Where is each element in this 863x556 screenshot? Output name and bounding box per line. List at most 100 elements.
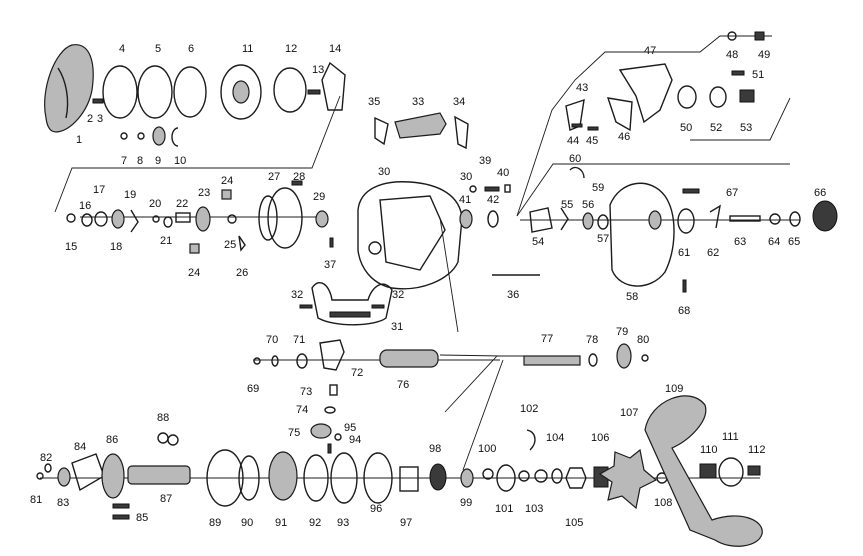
thumb-bar-pad — [329, 311, 371, 318]
label-part-30-frame: 30 — [378, 166, 390, 178]
washer-21 — [163, 216, 173, 228]
label-part-69: 69 — [247, 383, 259, 395]
label-part-2: 2 — [87, 113, 93, 125]
nut-110 — [699, 463, 717, 479]
washer-20 — [152, 215, 160, 223]
pin-26 — [238, 235, 246, 252]
label-part-99: 99 — [460, 497, 472, 509]
label-part-103: 103 — [525, 503, 543, 515]
spool-flange — [258, 195, 278, 241]
bearing-9 — [152, 126, 166, 146]
washer-80 — [641, 354, 649, 362]
label-part-106: 106 — [591, 432, 609, 444]
washer-103-b — [534, 469, 548, 483]
washer-16 — [81, 213, 93, 227]
main-frame-30 — [357, 181, 463, 290]
ring-88-b — [167, 434, 179, 446]
clip-19 — [130, 209, 139, 233]
bearing-83 — [57, 467, 71, 487]
label-part-3: 3 — [97, 113, 103, 125]
label-part-60: 60 — [569, 153, 581, 165]
label-part-88: 88 — [157, 412, 169, 424]
label-part-7: 7 — [121, 155, 127, 167]
gear-86 — [101, 453, 125, 499]
top-cover-33 — [394, 112, 447, 139]
label-part-95: 95 — [344, 422, 356, 434]
label-part-16: 16 — [79, 200, 91, 212]
label-part-27: 27 — [268, 171, 280, 183]
part-52 — [709, 86, 727, 108]
frame-right-upper-group — [516, 35, 772, 217]
frame-cover-47 — [618, 63, 673, 124]
tube-76 — [379, 349, 439, 368]
label-part-35: 35 — [368, 96, 380, 108]
label-part-41: 41 — [459, 194, 471, 206]
handle-109 — [644, 395, 763, 547]
ring-4 — [102, 65, 138, 119]
pin-37 — [329, 237, 334, 248]
label-part-67: 67 — [726, 187, 738, 199]
washer-15 — [66, 213, 76, 223]
label-part-10: 10 — [174, 155, 186, 167]
label-part-61: 61 — [678, 247, 690, 259]
leader-frame-down — [439, 217, 459, 333]
part-46 — [606, 97, 633, 132]
washer-104 — [551, 468, 563, 484]
label-part-42: 42 — [487, 194, 499, 206]
label-part-43: 43 — [576, 82, 588, 94]
frame-right-side-group — [516, 163, 790, 217]
label-part-24-bottom: 24 — [188, 267, 200, 279]
label-part-62: 62 — [707, 247, 719, 259]
label-part-45: 45 — [586, 135, 598, 147]
screw-2 — [92, 98, 104, 104]
label-part-84: 84 — [74, 441, 86, 453]
label-part-79: 79 — [616, 326, 628, 338]
label-part-97: 97 — [400, 517, 412, 529]
label-part-76: 76 — [397, 379, 409, 391]
side-cover-plate — [44, 44, 94, 133]
ring-70 — [271, 355, 279, 367]
label-part-74: 74 — [296, 404, 308, 416]
label-part-93: 93 — [337, 517, 349, 529]
washer-81 — [36, 472, 44, 480]
label-part-63: 63 — [734, 236, 746, 248]
label-part-87: 87 — [160, 493, 172, 505]
bearing-29 — [315, 210, 329, 228]
label-part-11: 11 — [242, 43, 253, 55]
label-part-32-left: 32 — [291, 289, 303, 301]
label-part-72: 72 — [351, 367, 363, 379]
label-part-107: 107 — [620, 407, 638, 419]
side-plate-hub — [648, 210, 662, 230]
label-part-20: 20 — [149, 198, 161, 210]
label-part-5: 5 — [155, 43, 161, 55]
label-part-85: 85 — [136, 512, 148, 524]
label-part-94: 94 — [349, 434, 361, 446]
label-part-8: 8 — [137, 155, 143, 167]
screw-32-right — [371, 304, 385, 309]
label-part-58: 58 — [626, 291, 638, 303]
spring-102 — [526, 429, 536, 451]
brake-assembly-11 — [220, 64, 262, 120]
label-part-66: 66 — [814, 187, 826, 199]
screw-85-b — [112, 514, 130, 520]
washer-78 — [588, 353, 598, 367]
drag-washer-89 — [206, 449, 244, 507]
part-30-small — [469, 185, 477, 193]
bearing-41 — [459, 209, 473, 229]
label-part-26: 26 — [236, 267, 248, 279]
part-95 — [334, 433, 342, 441]
screw-68 — [682, 279, 687, 293]
nut-24-bottom — [189, 243, 200, 254]
side-plate-58 — [609, 182, 675, 287]
washer-48 — [727, 31, 737, 41]
label-part-102: 102 — [520, 403, 538, 415]
shaft-63 — [729, 215, 761, 222]
label-part-83: 83 — [57, 497, 69, 509]
label-part-65: 65 — [788, 236, 800, 248]
label-part-36: 36 — [507, 289, 519, 301]
label-part-14: 14 — [329, 43, 341, 55]
label-part-108: 108 — [654, 497, 672, 509]
label-part-57: 57 — [597, 233, 609, 245]
label-part-1: 1 — [76, 134, 82, 146]
bearing-98 — [429, 463, 447, 491]
